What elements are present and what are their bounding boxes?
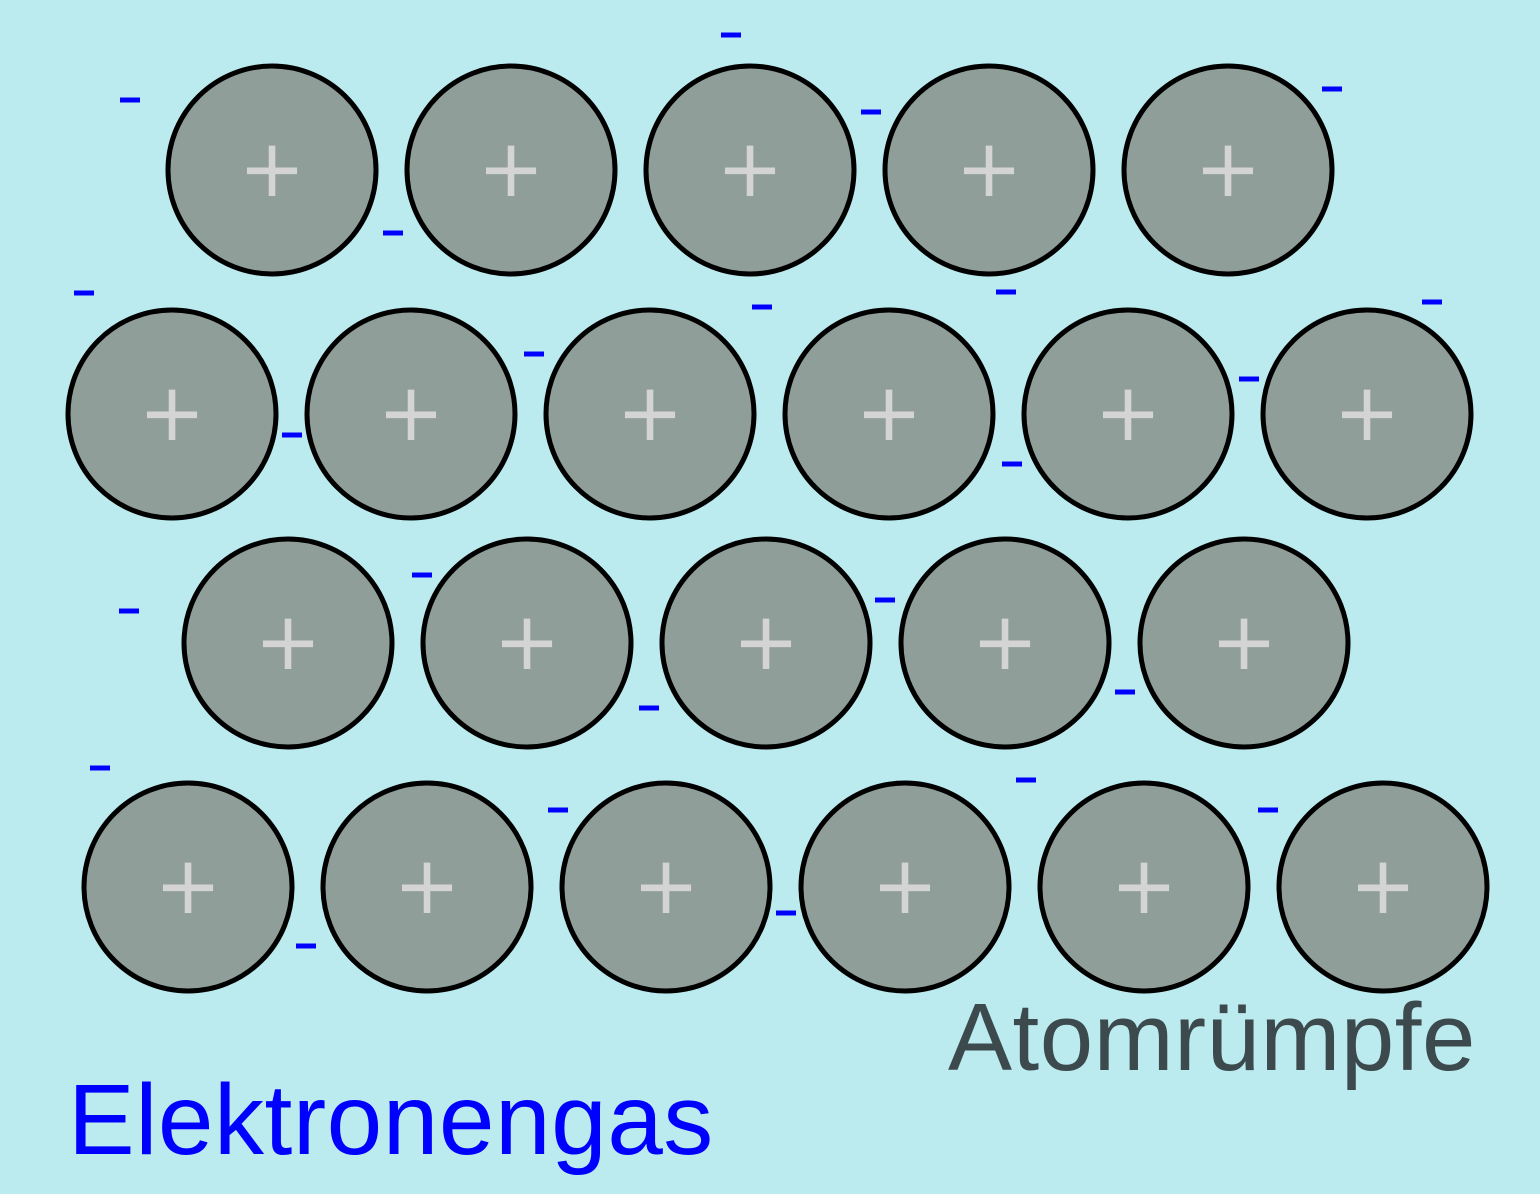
ion-charge-symbol: + xyxy=(1094,366,1161,459)
ion-circle xyxy=(1260,307,1474,521)
ion-charge-symbol: + xyxy=(1210,595,1277,688)
ion-charge-symbol: + xyxy=(971,595,1038,688)
ion-layer: + + + + + + + + + + + + + + + + + + + + + + xyxy=(65,63,1490,994)
ion-core: + xyxy=(1260,307,1474,521)
ion-charge-symbol: + xyxy=(1349,839,1416,932)
ion-core: + xyxy=(659,536,873,750)
ion-core: + xyxy=(882,63,1096,277)
ion-core: + xyxy=(1137,536,1351,750)
ion-charge-symbol: + xyxy=(871,839,938,932)
ion-charge-symbol: + xyxy=(1333,366,1400,459)
ion-circle xyxy=(798,780,1012,994)
ion-circle xyxy=(320,780,534,994)
ion-circle xyxy=(659,536,873,750)
ion-charge-symbol: + xyxy=(855,366,922,459)
ion-circle xyxy=(81,780,295,994)
ion-charge-symbol: + xyxy=(632,839,699,932)
ion-core: + xyxy=(420,536,634,750)
ion-circle xyxy=(1037,780,1251,994)
ion-core: + xyxy=(304,307,518,521)
ion-circle xyxy=(181,536,395,750)
ion-core: + xyxy=(782,307,996,521)
ion-circle xyxy=(1021,307,1235,521)
ion-core: + xyxy=(1021,307,1235,521)
ion-circle xyxy=(543,307,757,521)
ion-circle xyxy=(304,307,518,521)
ion-core: + xyxy=(798,780,1012,994)
ion-circle xyxy=(782,307,996,521)
ion-charge-symbol: + xyxy=(716,122,783,215)
ion-circle xyxy=(559,780,773,994)
ion-circle xyxy=(898,536,1112,750)
ion-core: + xyxy=(1276,780,1490,994)
ion-core: + xyxy=(1037,780,1251,994)
ion-core: + xyxy=(181,536,395,750)
ion-charge-symbol: + xyxy=(377,366,444,459)
ion-circle xyxy=(65,307,279,521)
ion-core: + xyxy=(1121,63,1335,277)
ion-core: + xyxy=(404,63,618,277)
ion-charge-symbol: + xyxy=(238,122,305,215)
ion-circle xyxy=(882,63,1096,277)
atom-cores-label: Atomrümpfe xyxy=(948,984,1476,1091)
ion-core: + xyxy=(643,63,857,277)
ion-circle xyxy=(643,63,857,277)
ion-charge-symbol: + xyxy=(154,839,221,932)
ion-charge-symbol: + xyxy=(138,366,205,459)
ion-circle xyxy=(1276,780,1490,994)
ion-core: + xyxy=(65,307,279,521)
ion-core: + xyxy=(559,780,773,994)
ion-charge-symbol: + xyxy=(493,595,560,688)
ion-circle xyxy=(404,63,618,277)
ion-circle xyxy=(165,63,379,277)
ion-charge-symbol: + xyxy=(955,122,1022,215)
ion-charge-symbol: + xyxy=(393,839,460,932)
ion-charge-symbol: + xyxy=(1110,839,1177,932)
ion-circle xyxy=(1121,63,1335,277)
ion-charge-symbol: + xyxy=(732,595,799,688)
ion-charge-symbol: + xyxy=(254,595,321,688)
ion-core: + xyxy=(320,780,534,994)
electron-layer xyxy=(74,32,1442,949)
ion-core: + xyxy=(81,780,295,994)
ion-charge-symbol: + xyxy=(1194,122,1261,215)
ion-core: + xyxy=(543,307,757,521)
ion-core: + xyxy=(165,63,379,277)
ion-charge-symbol: + xyxy=(477,122,544,215)
ion-circle xyxy=(420,536,634,750)
ion-circle xyxy=(1137,536,1351,750)
ion-charge-symbol: + xyxy=(616,366,683,459)
ion-core: + xyxy=(898,536,1112,750)
electron-gas-label: Elektronengas xyxy=(68,1064,714,1176)
